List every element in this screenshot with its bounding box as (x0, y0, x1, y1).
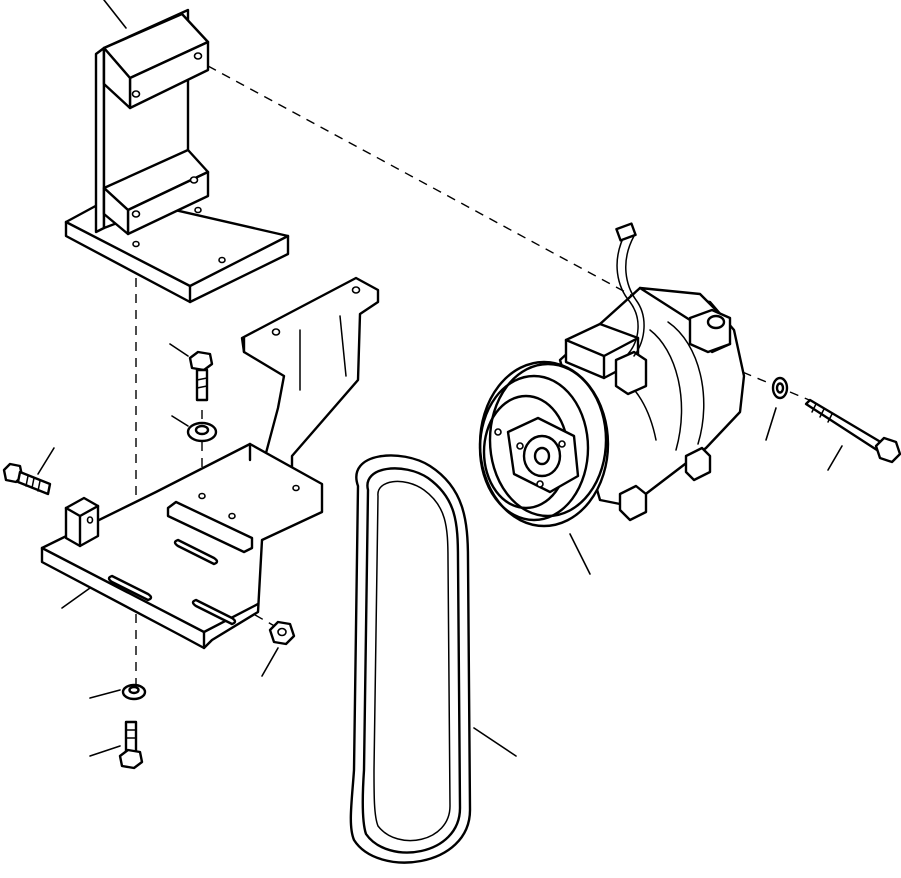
hex-bolt-top (188, 350, 214, 402)
spacer-block (64, 496, 100, 548)
ac-compressor (478, 222, 746, 528)
washer-top (186, 421, 218, 443)
long-bolt-left (2, 462, 52, 496)
leader-lines (37, 0, 843, 757)
washer-bottom (121, 683, 147, 701)
upper-mounting-bracket (64, 8, 290, 304)
lower-mounting-bracket (40, 276, 380, 650)
washer-right (771, 376, 789, 400)
hex-nut (268, 620, 296, 646)
hex-bolt-bottom (118, 720, 144, 770)
long-bolt-right (804, 398, 901, 464)
v-belt (349, 454, 472, 864)
